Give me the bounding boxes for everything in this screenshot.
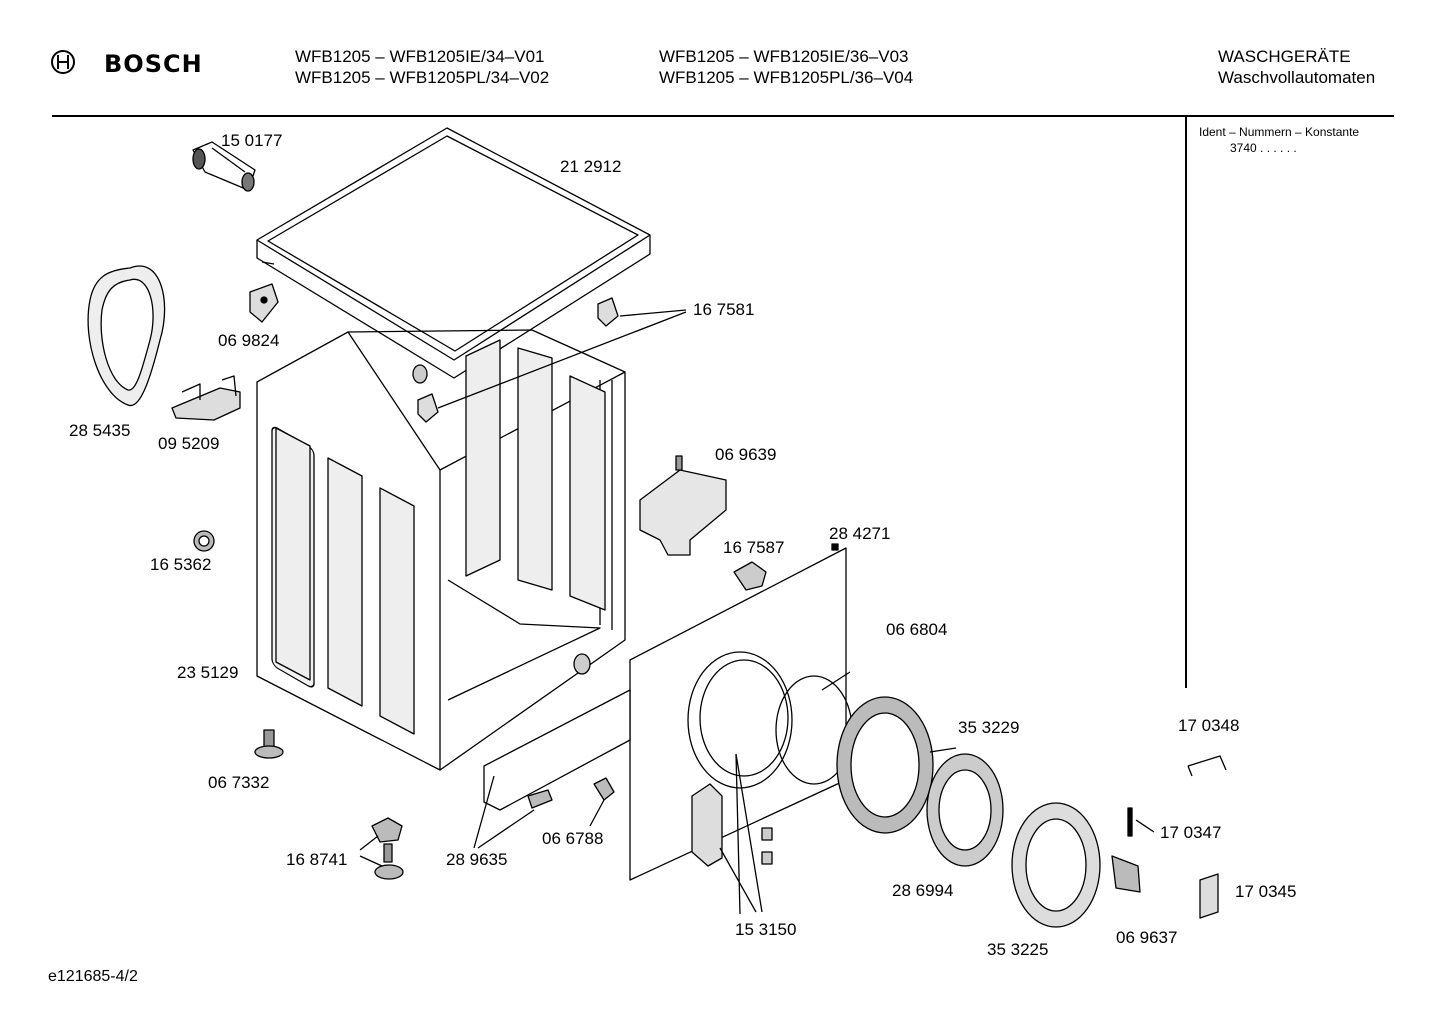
subcategory-title: Waschvollautomaten (1218, 68, 1376, 87)
clip-part (249, 283, 279, 323)
control-module-part (639, 455, 727, 556)
part-number-label: 16 8741 (286, 850, 348, 869)
part-number-label: 17 0345 (1235, 882, 1297, 901)
cabinet-part (256, 329, 626, 771)
part-number-label: 17 0348 (1178, 716, 1240, 735)
latch-part (412, 297, 687, 423)
model-line: WFB1205 – WFB1205IE/36–V03 (659, 47, 909, 66)
cap-part (193, 530, 215, 552)
part-number-label: 28 6994 (892, 881, 954, 900)
category-title: WASCHGERÄTE (1218, 47, 1351, 66)
door-frame-part (836, 696, 957, 834)
outer-ring-part (1011, 802, 1101, 928)
model-line: WFB1205 – WFB1205PL/34–V02 (295, 68, 550, 87)
model-line: WFB1205 – WFB1205IE/34–V01 (295, 47, 545, 66)
model-line: WFB1205 – WFB1205PL/36–V04 (659, 68, 914, 87)
part-number-label: 35 3229 (958, 718, 1020, 737)
document-id: e121685-4/2 (48, 968, 138, 985)
part-number-label: 23 5129 (177, 663, 239, 682)
foot-part (254, 729, 284, 759)
top-lid-part (256, 127, 651, 379)
ident-title: Ident – Nummern – Konstante (1199, 125, 1360, 139)
part-number-label: 09 5209 (158, 434, 220, 453)
wire-clip-part (1187, 755, 1227, 777)
part-number-label: 06 6788 (542, 829, 604, 848)
bellow-part (87, 265, 166, 407)
part-number-label: 16 7587 (723, 538, 785, 557)
fitting-part (589, 777, 615, 827)
part-number-label: 28 9635 (446, 850, 508, 869)
part-number-label: 06 9639 (715, 445, 777, 464)
part-number-label: 15 0177 (221, 131, 283, 150)
hinge-part (691, 753, 773, 915)
door-glass-part (926, 753, 1004, 867)
brand-name: BOSCH (104, 50, 203, 78)
inlet-valve-part (192, 141, 256, 192)
panel-strip-part (473, 689, 631, 849)
part-number-label: 16 5362 (150, 555, 212, 574)
bosch-logo-icon (50, 49, 76, 75)
part-number-label: 16 7581 (693, 300, 755, 319)
front-panel-part (629, 543, 847, 881)
part-number-label: 17 0347 (1160, 823, 1222, 842)
part-number-label: 15 3150 (735, 920, 797, 939)
button-part (1111, 855, 1141, 893)
part-number-label: 21 2912 (560, 157, 622, 176)
adjustable-foot-part (359, 817, 404, 880)
pin-part (1127, 807, 1155, 837)
part-number-label: 06 6804 (886, 620, 948, 639)
holder-part (171, 375, 241, 421)
part-number-label: 06 7332 (208, 773, 270, 792)
part-number-label: 28 5435 (69, 421, 131, 440)
part-number-label: 06 9637 (1116, 928, 1178, 947)
part-number-label: 06 9824 (218, 331, 280, 350)
ident-value: 3740 . . . . . . (1230, 141, 1297, 155)
part-number-label: 28 4271 (829, 524, 891, 543)
part-number-label: 35 3225 (987, 940, 1049, 959)
bracket-part (1199, 873, 1219, 919)
lock-part (733, 561, 767, 591)
